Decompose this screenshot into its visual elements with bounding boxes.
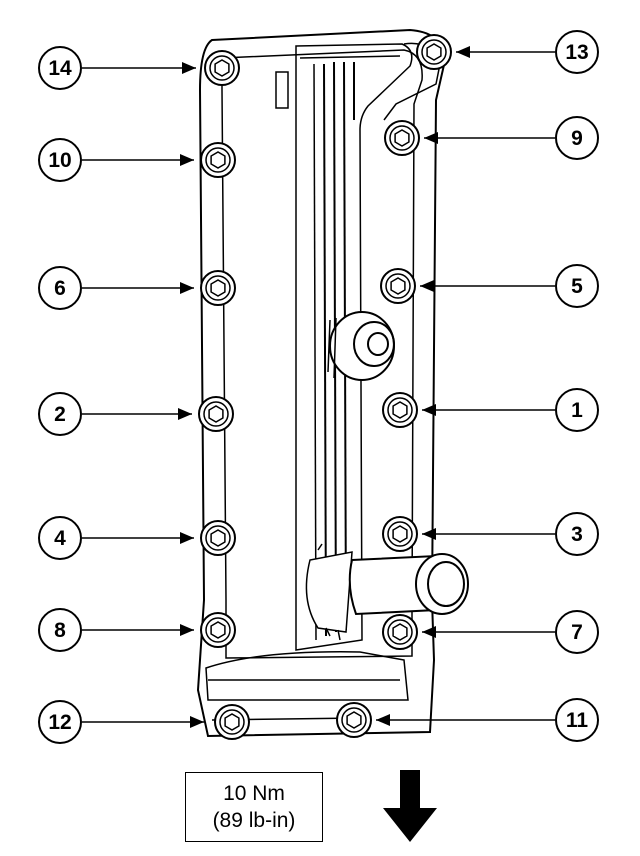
bolt-4 <box>200 520 236 556</box>
leader-12 <box>82 716 204 728</box>
callout-1: 1 <box>555 388 599 432</box>
callout-7: 7 <box>555 610 599 654</box>
callout-number-2: 2 <box>54 403 66 426</box>
callout-14: 14 <box>38 46 82 90</box>
leader-layer <box>82 46 555 728</box>
leader-4 <box>82 532 194 544</box>
torque-spec-box: 10 Nm (89 lb-in) <box>185 772 323 842</box>
callout-4: 4 <box>38 516 82 560</box>
callout-number-9: 9 <box>571 127 583 150</box>
bolt-7 <box>382 614 418 650</box>
callout-9: 9 <box>555 116 599 160</box>
callout-number-10: 10 <box>48 149 71 172</box>
callout-number-7: 7 <box>571 621 583 644</box>
leader-3 <box>422 528 555 540</box>
callout-8: 8 <box>38 608 82 652</box>
callout-5: 5 <box>555 264 599 308</box>
bolt-8 <box>200 612 236 648</box>
callout-number-3: 3 <box>571 523 583 546</box>
leader-8 <box>82 624 194 636</box>
bolt-2 <box>198 396 234 432</box>
leader-1 <box>422 404 555 416</box>
torque-nm-value: 10 Nm <box>223 782 285 805</box>
leader-13 <box>456 46 555 58</box>
leader-6 <box>82 282 194 294</box>
bolt-11 <box>336 702 372 738</box>
callout-number-11: 11 <box>566 709 589 732</box>
callout-number-12: 12 <box>48 711 71 734</box>
callout-number-4: 4 <box>54 527 66 550</box>
callout-number-5: 5 <box>571 275 583 298</box>
callout-11: 11 <box>555 698 599 742</box>
leader-9 <box>424 132 555 144</box>
leader-7 <box>422 626 555 638</box>
bolt-1 <box>382 392 418 428</box>
callout-3: 3 <box>555 512 599 556</box>
bolt-layer <box>198 34 452 740</box>
callout-number-13: 13 <box>565 41 588 64</box>
leader-2 <box>82 408 192 420</box>
leader-5 <box>420 280 555 292</box>
down-arrow-icon <box>383 770 437 842</box>
leader-11 <box>376 714 555 726</box>
bolt-3 <box>382 516 418 552</box>
callout-number-8: 8 <box>54 619 66 642</box>
callout-13: 13 <box>555 30 599 74</box>
callout-6: 6 <box>38 266 82 310</box>
bolt-9 <box>384 120 420 156</box>
callout-10: 10 <box>38 138 82 182</box>
bolt-6 <box>200 270 236 306</box>
callout-number-6: 6 <box>54 277 66 300</box>
callout-12: 12 <box>38 700 82 744</box>
callout-number-14: 14 <box>48 57 72 80</box>
bolt-5 <box>380 268 416 304</box>
bolt-14 <box>204 50 240 86</box>
bolt-10 <box>200 142 236 178</box>
leader-14 <box>82 62 196 74</box>
bolt-13 <box>416 34 452 70</box>
callout-number-1: 1 <box>571 399 583 422</box>
torque-lbin-value: (89 lb-in) <box>212 809 296 832</box>
leader-10 <box>82 154 194 166</box>
bolt-12 <box>214 704 250 740</box>
callout-2: 2 <box>38 392 82 436</box>
